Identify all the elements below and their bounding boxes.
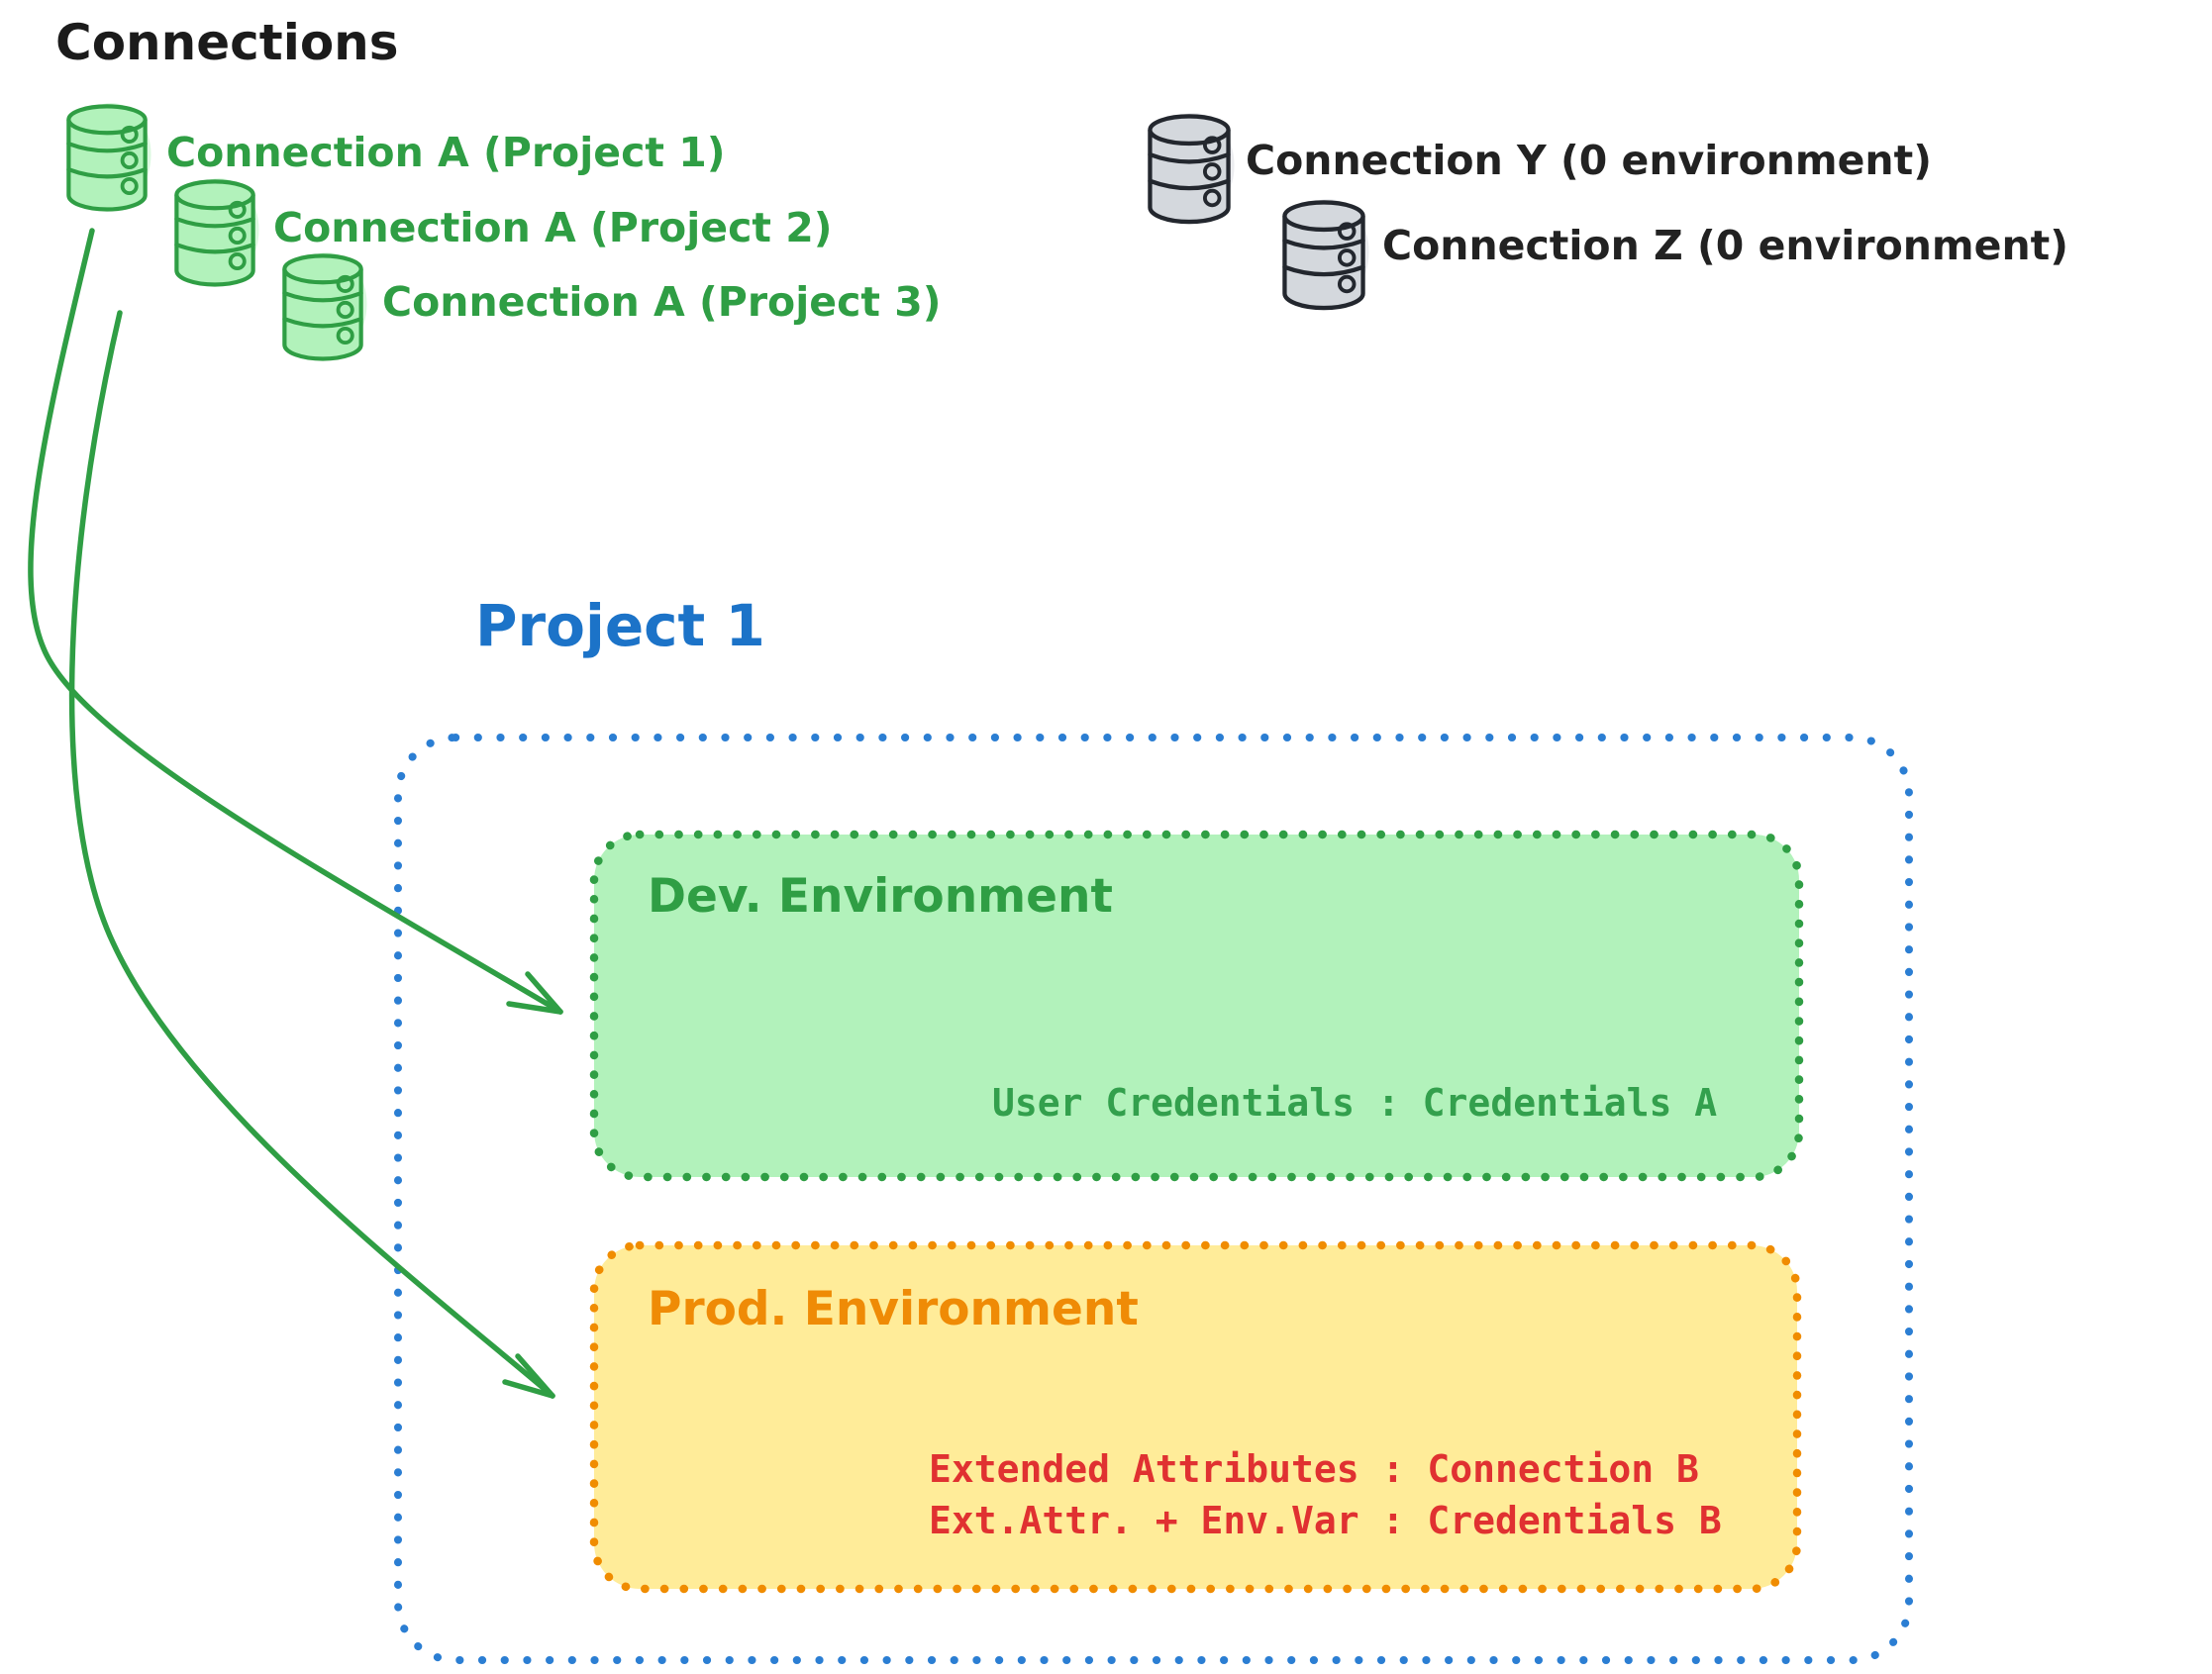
prod-environment-title: Prod. Environment [648, 1282, 1139, 1336]
connection-y-label: Connection Y (0 environment) [1246, 137, 1932, 184]
dev-environment-box [589, 830, 1804, 1182]
connection-z-label: Connection Z (0 environment) [1382, 222, 2068, 269]
database-icon-connection-a-project-3 [284, 252, 367, 359]
project-1-title: Project 1 [475, 592, 765, 659]
dev-environment-title: Dev. Environment [648, 869, 1113, 924]
prod-environment-line-1: Extended Attributes : Connection B [929, 1447, 1699, 1491]
database-icon-connection-z [1284, 199, 1369, 309]
project-1-box [394, 734, 1913, 1664]
prod-environment-box [589, 1240, 1802, 1594]
database-icon-connection-a-project-2 [176, 178, 259, 285]
connection-a-project-3-label: Connection A (Project 3) [382, 278, 942, 326]
database-icon-connection-a-project-1 [68, 103, 151, 210]
prod-environment-line-2: Ext.Attr. + Env.Var : Credentials B [929, 1499, 1722, 1542]
diagram-title: Connections [55, 14, 399, 71]
dev-environment-credentials-line: User Credentials : Credentials A [992, 1081, 1718, 1125]
arrow-to-dev-environment [28, 228, 563, 1015]
prod-environment-credentials-lines: Extended Attributes : Connection B Ext.A… [929, 1443, 1722, 1546]
connection-a-project-2-label: Connection A (Project 2) [273, 204, 833, 251]
connection-a-project-1-label: Connection A (Project 1) [166, 129, 726, 176]
arrow-to-prod-environment [68, 310, 555, 1399]
database-icon-connection-y [1150, 113, 1235, 223]
